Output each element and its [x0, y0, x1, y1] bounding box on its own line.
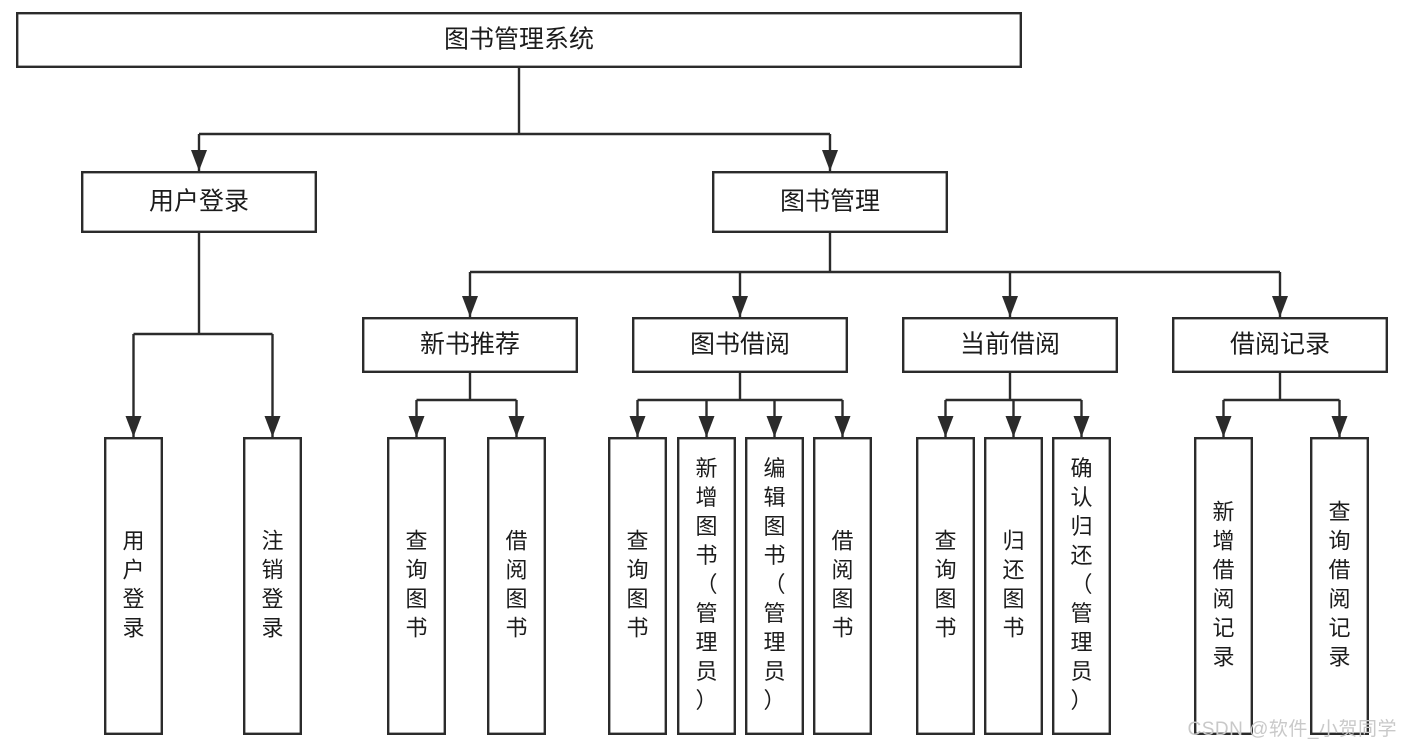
node-label: 查询图书 — [626, 528, 648, 640]
node-leaf-query-book-borrow[interactable]: 查询图书 — [608, 437, 668, 736]
arrow-head-icon — [1331, 416, 1348, 437]
arrow-head-icon — [937, 416, 954, 437]
node-leaf-add-book[interactable]: 新增图书（管理员） — [677, 437, 737, 736]
arrow-head-icon — [191, 150, 207, 171]
node-label: 新书推荐 — [420, 331, 520, 359]
arrow-head-icon — [508, 416, 525, 437]
node-rect — [632, 317, 849, 374]
node-rect — [1051, 437, 1111, 736]
node-borrow-record[interactable]: 借阅记录 — [1171, 317, 1388, 374]
arrow-head-icon — [1073, 416, 1090, 437]
node-rect — [80, 170, 318, 233]
node-rect — [712, 170, 949, 233]
node-rect — [916, 437, 976, 736]
arrow-head-icon — [462, 296, 478, 317]
arrow-head-icon — [834, 416, 851, 437]
arrow-head-icon — [1005, 416, 1022, 437]
node-rect — [387, 437, 447, 736]
node-label: 确认归还（管理员） — [1070, 456, 1092, 713]
arrow-head-icon — [264, 416, 281, 437]
node-label: 新增图书（管理员） — [695, 456, 717, 713]
arrow-head-icon — [1272, 296, 1288, 317]
node-label: 查询图书 — [405, 528, 427, 640]
node-leaf-query-book-recommend[interactable]: 查询图书 — [387, 437, 447, 736]
node-book-manage[interactable]: 图书管理 — [712, 170, 949, 233]
node-label: 图书借阅 — [690, 331, 790, 359]
arrow-head-icon — [698, 416, 715, 437]
node-rect — [608, 437, 668, 736]
node-rect — [16, 11, 1022, 68]
arrow-head-icon — [408, 416, 425, 437]
node-rect — [902, 317, 1119, 374]
node-book-borrow[interactable]: 图书借阅 — [632, 317, 849, 374]
node-current-borrow[interactable]: 当前借阅 — [902, 317, 1119, 374]
node-leaf-borrow-book-recommend[interactable]: 借阅图书 — [487, 437, 547, 736]
node-leaf-logout[interactable]: 注销登录 — [242, 437, 302, 736]
node-root[interactable]: 图书管理系统 — [16, 11, 1022, 68]
node-label: 新增借阅记录 — [1212, 499, 1234, 669]
arrow-head-icon — [629, 416, 646, 437]
arrow-head-icon — [1002, 296, 1018, 317]
node-label: 编辑图书（管理员） — [763, 456, 785, 713]
node-rect — [242, 437, 302, 736]
arrow-head-icon — [766, 416, 783, 437]
node-leaf-query-borrow-record[interactable]: 查询借阅记录 — [1309, 437, 1369, 736]
node-rect — [487, 437, 547, 736]
node-label: 用户登录 — [122, 528, 144, 640]
node-new-book-recommend[interactable]: 新书推荐 — [362, 317, 579, 374]
node-label: 查询图书 — [934, 528, 956, 640]
connector-layer — [125, 68, 1348, 437]
node-layer: 图书管理系统用户登录图书管理新书推荐图书借阅当前借阅借阅记录用户登录注销登录查询… — [16, 11, 1388, 736]
arrow-head-icon — [822, 150, 838, 171]
node-label: 用户登录 — [149, 188, 249, 216]
node-label: 借阅记录 — [1230, 331, 1330, 359]
node-label: 图书管理 — [780, 188, 880, 216]
node-rect — [677, 437, 737, 736]
node-leaf-query-book-current[interactable]: 查询图书 — [916, 437, 976, 736]
node-label: 借阅图书 — [831, 528, 853, 640]
node-rect — [103, 437, 163, 736]
node-rect — [745, 437, 805, 736]
node-rect — [813, 437, 873, 736]
node-leaf-return-book[interactable]: 归还图书 — [984, 437, 1044, 736]
node-leaf-edit-book[interactable]: 编辑图书（管理员） — [745, 437, 805, 736]
node-label: 借阅图书 — [505, 528, 527, 640]
node-leaf-user-login[interactable]: 用户登录 — [103, 437, 163, 736]
node-user-login[interactable]: 用户登录 — [80, 170, 318, 233]
node-label: 查询借阅记录 — [1328, 499, 1350, 669]
node-rect — [1171, 317, 1388, 374]
node-label: 归还图书 — [1002, 528, 1024, 640]
arrow-head-icon — [1215, 416, 1232, 437]
node-leaf-add-borrow-record[interactable]: 新增借阅记录 — [1193, 437, 1253, 736]
node-rect — [362, 317, 579, 374]
node-label: 注销登录 — [261, 528, 283, 640]
node-rect — [1193, 437, 1253, 736]
node-label: 当前借阅 — [960, 331, 1060, 359]
node-rect — [1309, 437, 1369, 736]
arrow-head-icon — [125, 416, 142, 437]
node-label: 图书管理系统 — [444, 26, 594, 54]
node-leaf-confirm-return[interactable]: 确认归还（管理员） — [1051, 437, 1111, 736]
arrow-head-icon — [732, 296, 748, 317]
node-rect — [984, 437, 1044, 736]
node-leaf-borrow-book[interactable]: 借阅图书 — [813, 437, 873, 736]
